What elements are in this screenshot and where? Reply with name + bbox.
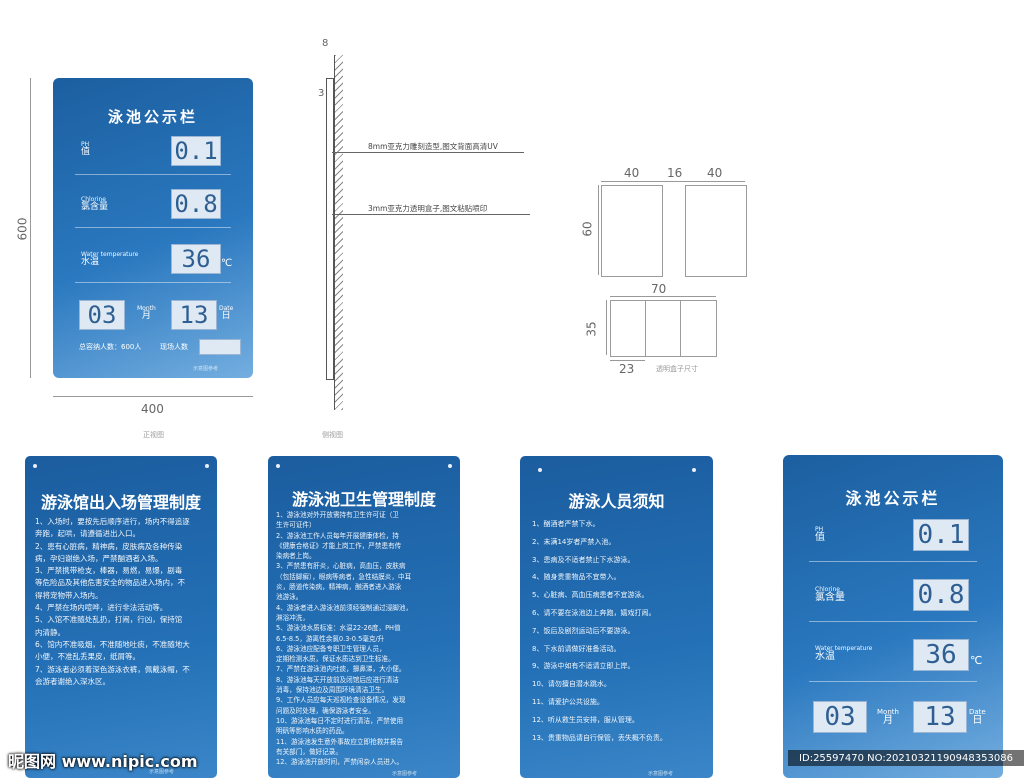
box-height: 60	[580, 221, 595, 237]
capacity-text: 总容纳人数：600人	[79, 343, 142, 351]
top-box-1	[610, 300, 647, 357]
rule-title-entry: 游泳馆出入场管理制度	[40, 493, 201, 512]
box-width-1: 40	[624, 166, 640, 180]
top-box-2	[645, 300, 682, 357]
large-temperature-value: 36	[913, 639, 969, 671]
wall-hatch	[334, 55, 343, 410]
rule-panel-swimmers: 游泳人员须知 1、酗酒者严禁下水。2、未满14岁者严禁入池。 3、患病及不适者禁…	[520, 456, 713, 778]
front-view-caption: 正视图	[143, 431, 164, 439]
rule-items-swimmers: 1、酗酒者严禁下水。2、未满14岁者严禁入池。 3、患病及不适者禁止下水游泳。4…	[532, 520, 667, 742]
large-chlorine-value: 0.8	[913, 579, 969, 611]
front-box-1	[601, 185, 663, 277]
watermark-id: ID:25597470 NO:20210321190948353086	[788, 750, 1024, 766]
rule-title-swimmers: 游泳人员须知	[568, 492, 665, 511]
month-value: 03	[79, 300, 125, 330]
rule-panel-entry: 游泳馆出入场管理制度 1、入场时，要按先后顺序进行，场内不得追逐奔跑，起哄，请遵…	[25, 456, 217, 778]
date-value: 13	[171, 300, 217, 330]
chlorine-value: 0.8	[171, 189, 221, 219]
box-width-3: 70	[651, 282, 667, 296]
large-date-value: 13	[913, 701, 967, 733]
callout-line-2	[332, 214, 530, 215]
box-width-2: 40	[707, 166, 723, 180]
box-gap: 16	[667, 166, 683, 180]
box-caption: 透明盒子尺寸	[656, 365, 698, 373]
front-box-2	[685, 185, 747, 277]
height-dim: 600	[15, 217, 30, 241]
box-width-4: 23	[619, 362, 635, 376]
board-title: 泳池公示栏	[107, 108, 198, 126]
width-dim-line	[53, 396, 253, 397]
ph-value: 0.1	[171, 136, 221, 166]
side-view-caption: 侧视图	[322, 431, 343, 439]
callout-2: 3mm亚克力透明盒子,图文粘贴喷印	[368, 204, 488, 213]
small-dim: 3	[318, 88, 325, 99]
side-board	[326, 78, 334, 380]
top-dim: 8	[322, 38, 329, 49]
large-month-value: 03	[813, 701, 867, 733]
rule-items-entry: 1、入场时，要按先后顺序进行，场内不得追逐奔跑，起哄，请遵循进出入口。 2、患有…	[35, 517, 190, 686]
large-board-title: 泳池公示栏	[845, 489, 941, 508]
callout-1: 8mm亚克力雕刻造型,图文背面高清UV	[368, 142, 498, 151]
temperature-unit: ℃	[221, 258, 233, 269]
rule-title-hygiene: 游泳池卫生管理制度	[291, 490, 436, 509]
width-dim: 400	[141, 402, 164, 416]
present-text: 现场人数	[160, 343, 188, 351]
height-dim-line	[30, 78, 31, 378]
large-ph-value: 0.1	[913, 519, 969, 551]
board-footer: 示意图参考	[193, 366, 219, 372]
rule-items-hygiene: 1、游泳池对外开放需持有卫生许可证（卫生许可证件） 2、游泳池工作人员每年开展健…	[276, 511, 413, 767]
top-box-3	[680, 300, 717, 357]
present-value-box	[199, 339, 241, 355]
rule-panel-hygiene: 游泳池卫生管理制度 1、游泳池对外开放需持有卫生许可证（卫生许可证件） 2、游泳…	[268, 456, 460, 778]
callout-line-1	[332, 152, 524, 153]
temperature-value: 36	[171, 244, 221, 274]
box-height-2: 35	[584, 321, 599, 337]
watermark-brand: 昵图网 www.nipic.com	[8, 752, 198, 771]
